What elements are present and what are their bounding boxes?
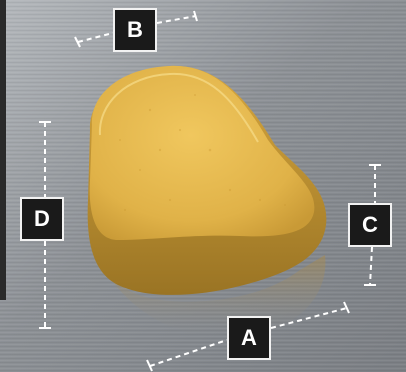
dimension-c-line-bottom [369,246,373,286]
tablet-speckle [119,94,286,212]
dimension-a-line-left [149,339,228,367]
dimension-label-b: B [113,8,157,52]
dimension-b-line-right [156,15,197,24]
left-edge-shadow [0,0,6,300]
dimension-label-d: D [20,197,64,241]
tablet-reflection [95,245,326,339]
tick-b-left [74,36,81,48]
dimension-lines [44,15,376,367]
dimension-ticks [39,10,381,372]
tick-b-right [193,10,198,22]
dimension-label-a: A [227,316,271,360]
dimension-label-c: C [348,203,392,247]
dimension-a-line-right [270,307,348,329]
tick-a-left [146,359,153,372]
dimension-b-line-left [77,32,114,43]
tablet-highlight [98,72,259,143]
tick-a-right [343,301,350,314]
tablet-top-face [89,65,315,240]
